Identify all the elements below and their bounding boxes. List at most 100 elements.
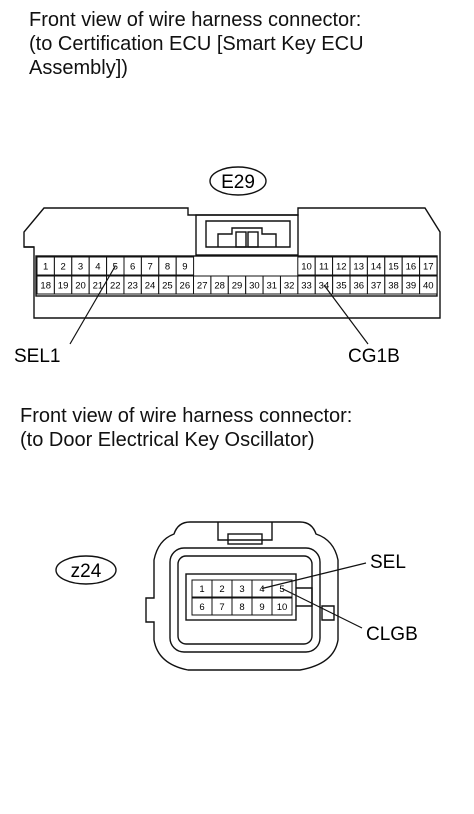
- pin-number: 39: [406, 281, 417, 292]
- connector2-pin-block: [185, 573, 297, 621]
- pin-number: 29: [232, 281, 243, 292]
- pin-number: 19: [58, 281, 69, 292]
- pin-number: 37: [371, 281, 382, 292]
- pin-number: 17: [423, 262, 434, 273]
- pin-e29-35: 35: [332, 275, 351, 295]
- pin-cell: [175, 256, 195, 276]
- pin-e29-8: 8: [158, 256, 177, 276]
- leader-line: [261, 562, 367, 590]
- pin-e29-10: 10: [297, 256, 316, 276]
- pin-e29-28: 28: [210, 275, 229, 295]
- pin-number: 22: [110, 281, 121, 292]
- pin-number: 33: [301, 281, 312, 292]
- callout-cg1b: CG1B: [323, 284, 400, 367]
- pin-number: 28: [214, 281, 225, 292]
- pin-e29-11: 11: [314, 256, 334, 276]
- pin-z24-1: 1: [191, 579, 213, 598]
- pin-e29-27: 27: [193, 275, 212, 295]
- pin-number: 2: [60, 262, 65, 273]
- pin-z24-8: 8: [231, 597, 253, 616]
- pin-number: 25: [162, 281, 173, 292]
- callout-clgb: CLGB: [281, 587, 418, 645]
- pin-number: 7: [147, 262, 152, 273]
- pin-number: 24: [145, 281, 156, 292]
- pin-e29-24: 24: [140, 275, 160, 295]
- pin-number: 23: [127, 281, 138, 292]
- pin-number: 14: [371, 262, 382, 273]
- pin-e29-40: 40: [419, 275, 438, 295]
- connector2-housing: [145, 521, 339, 671]
- connector2-inner-frame: [169, 547, 321, 653]
- connector2-callouts: SEL CLGB: [261, 552, 418, 645]
- pin-number: 36: [353, 281, 364, 292]
- pin-z24-6: 6: [191, 597, 213, 616]
- connector2-latch: [217, 522, 273, 541]
- pin-number: 3: [239, 584, 244, 595]
- pin-number: 12: [336, 262, 347, 273]
- pin-cell: [271, 597, 293, 616]
- pin-e29-23: 23: [123, 275, 142, 295]
- pin-number: 15: [388, 262, 399, 273]
- pin-number: 8: [239, 602, 244, 613]
- connector1-code: E29: [221, 172, 255, 193]
- pin-e29-29: 29: [227, 275, 247, 295]
- pin-number: 10: [301, 262, 312, 273]
- pin-number: 21: [93, 281, 104, 292]
- pin-e29-6: 6: [123, 256, 142, 276]
- pin-number: 18: [40, 281, 51, 292]
- pin-number: 31: [266, 281, 277, 292]
- callout-label: SEL: [370, 552, 406, 573]
- pin-number: 8: [165, 262, 170, 273]
- pin-e29-25: 25: [158, 275, 177, 295]
- pin-e29-14: 14: [366, 256, 386, 276]
- leader-line: [323, 284, 369, 345]
- pin-e29-30: 30: [245, 275, 264, 295]
- pin-cell: [419, 275, 438, 295]
- pin-e29-37: 37: [366, 275, 386, 295]
- pin-number: 30: [249, 281, 260, 292]
- pin-number: 16: [406, 262, 417, 273]
- pin-number: 27: [197, 281, 208, 292]
- pin-e29-20: 20: [71, 275, 90, 295]
- callout-sel1: SEL1: [14, 265, 116, 367]
- pin-e29-38: 38: [384, 275, 403, 295]
- callout-label: SEL1: [14, 346, 60, 367]
- pin-e29-39: 39: [401, 275, 421, 295]
- pin-e29-16: 16: [401, 256, 421, 276]
- pin-e29-26: 26: [175, 275, 195, 295]
- pin-number: 4: [95, 262, 100, 273]
- connector1-caption: Front view of wire harness connector: (t…: [29, 9, 364, 79]
- pin-e29-15: 15: [384, 256, 403, 276]
- pin-e29-2: 2: [53, 256, 73, 276]
- pin-z24-10: 10: [271, 597, 293, 616]
- pin-e29-12: 12: [332, 256, 351, 276]
- pin-number: 10: [277, 602, 288, 613]
- pin-number: 3: [78, 262, 83, 273]
- callout-label: CG1B: [348, 346, 400, 367]
- pin-number: 1: [199, 584, 204, 595]
- pin-number: 26: [180, 281, 191, 292]
- connector1-pins: 1234567891011121314151617181920212223242…: [36, 256, 438, 295]
- pin-number: 6: [130, 262, 135, 273]
- pin-z24-9: 9: [251, 597, 273, 616]
- pin-e29-1: 1: [36, 256, 55, 276]
- leader-line: [281, 587, 363, 629]
- pin-e29-17: 17: [419, 256, 438, 276]
- pin-e29-4: 4: [88, 256, 108, 276]
- pin-number: 20: [75, 281, 86, 292]
- callout-label: CLGB: [366, 624, 418, 645]
- pin-number: 32: [284, 281, 295, 292]
- pin-number: 4: [259, 584, 264, 595]
- pin-e29-19: 19: [53, 275, 73, 295]
- pin-e29-3: 3: [71, 256, 90, 276]
- connector1-latch-tab: [217, 227, 277, 247]
- connector-z24: [55, 521, 339, 671]
- connector-e29: [23, 166, 441, 319]
- connector2-code: z24: [71, 561, 102, 582]
- pin-number: 7: [219, 602, 224, 613]
- callout-sel: SEL: [261, 552, 406, 590]
- pin-e29-9: 9: [175, 256, 195, 276]
- pin-number: 2: [219, 584, 224, 595]
